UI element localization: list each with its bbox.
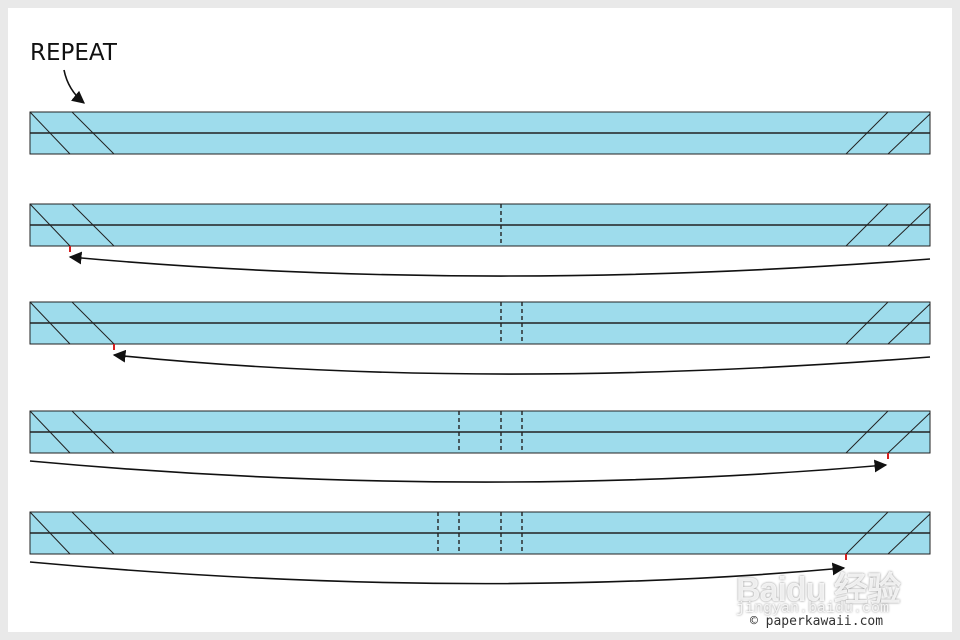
origami-strip-diagram: [29, 69, 931, 585]
diagonal-crease: [845, 301, 889, 345]
diagonal-crease: [29, 511, 71, 555]
fold-arrow: [68, 251, 931, 277]
diagonal-crease: [887, 303, 931, 345]
strip-3: [29, 301, 931, 375]
repeat-label: REPEAT: [30, 40, 117, 66]
diagonal-crease: [71, 203, 115, 247]
diagonal-crease: [29, 111, 71, 155]
diagonal-crease: [845, 203, 889, 247]
diagonal-crease: [71, 410, 115, 454]
diagonal-crease: [887, 513, 931, 555]
strip-5: [29, 511, 931, 585]
strip-4: [29, 410, 931, 483]
baidu-watermark-logo: Baidu 经验: [736, 571, 901, 609]
diagonal-crease: [71, 111, 115, 155]
diagonal-crease: [887, 412, 931, 454]
diagonal-crease: [845, 111, 889, 155]
diagonal-crease: [845, 511, 889, 555]
diagonal-crease: [29, 203, 71, 247]
diagonal-crease: [71, 301, 115, 345]
diagonal-crease: [29, 301, 71, 345]
baidu-watermark-url: jingyan.baidu.com: [736, 600, 890, 617]
fold-arrow: [29, 459, 888, 483]
strip-1: [29, 111, 931, 155]
diagram-canvas: REPEAT Baidu 经验 jingyan.baidu.com © pape…: [8, 8, 952, 632]
diagonal-crease: [845, 410, 889, 454]
diagonal-crease: [29, 410, 71, 454]
fold-arrow: [112, 349, 931, 375]
strip-2: [29, 203, 931, 277]
fold-arrow: [29, 561, 846, 585]
repeat-arrow: [63, 69, 85, 104]
diagonal-crease: [71, 511, 115, 555]
diagonal-crease: [887, 113, 931, 155]
copyright-text: © paperkawaii.com: [750, 614, 884, 629]
diagonal-crease: [887, 205, 931, 247]
